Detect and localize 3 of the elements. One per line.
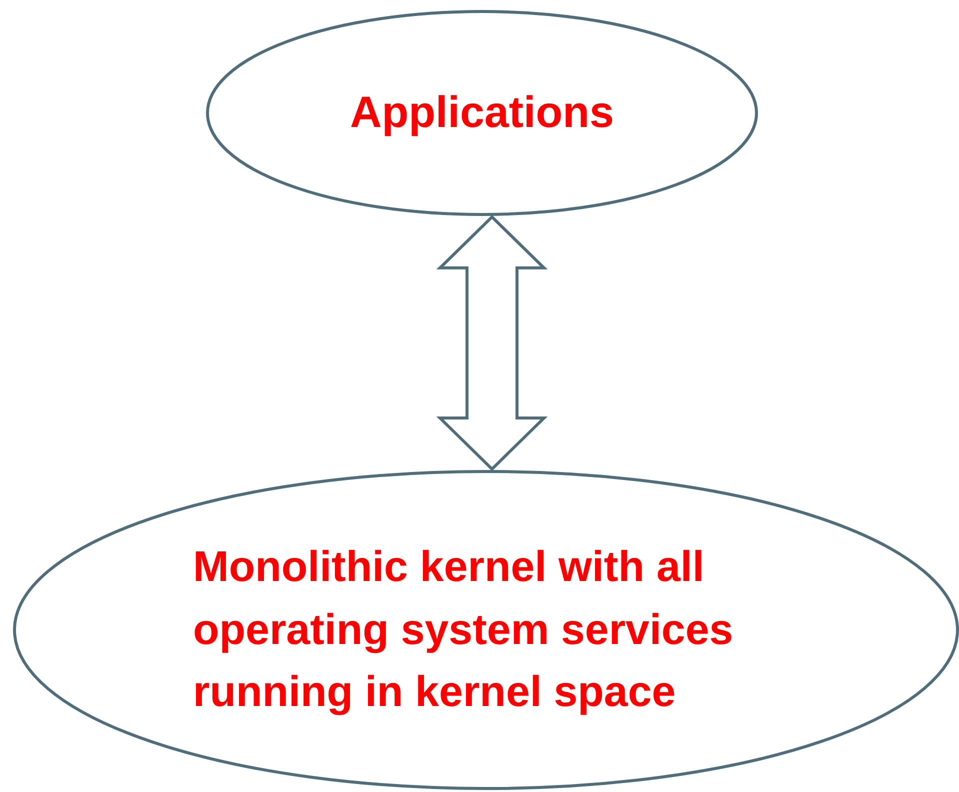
double-block-arrow (436, 214, 548, 472)
node-label: Monolithic kernel with all operating system services running in kernel space (193, 542, 734, 718)
node-label: Applications (350, 87, 614, 140)
